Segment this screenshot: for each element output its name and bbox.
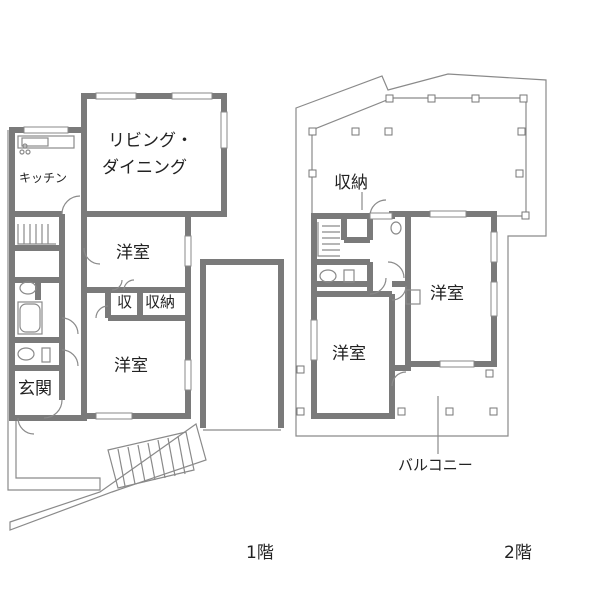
western-room-bottom-label: 洋室 bbox=[114, 356, 148, 376]
floor2-western-right-label: 洋室 bbox=[430, 284, 464, 304]
storage-label: 収納 bbox=[145, 293, 176, 311]
living-dining-label-line2: ダイニング bbox=[102, 158, 187, 178]
floor1-caption: 1階 bbox=[246, 543, 274, 563]
kitchen-label: キッチン bbox=[19, 171, 68, 185]
living-dining-label-line1: リビング・ bbox=[108, 131, 193, 151]
floor1-exterior-stairs bbox=[107, 431, 195, 489]
floor1-windows bbox=[23, 92, 228, 420]
floor2-exterior-walls bbox=[311, 211, 497, 419]
floor2-outline bbox=[295, 73, 547, 437]
floor1-site-outline bbox=[7, 130, 101, 491]
western-room-top-label: 洋室 bbox=[116, 243, 150, 263]
floor2-storage-label: 収納 bbox=[334, 173, 368, 193]
entrance-label: 玄関 bbox=[18, 379, 52, 399]
floor2-caption: 2階 bbox=[504, 543, 532, 563]
balcony-label: バルコニー bbox=[398, 456, 473, 474]
floor2-western-left-label: 洋室 bbox=[332, 344, 366, 364]
floor2-plan bbox=[295, 73, 547, 454]
floor1-plan bbox=[7, 92, 284, 531]
floor1-fixtures bbox=[17, 135, 75, 363]
floor1-garage-walls bbox=[200, 259, 284, 428]
floor1-doors bbox=[17, 195, 135, 435]
floor2-fixtures bbox=[317, 221, 402, 283]
floor2-doors bbox=[369, 199, 421, 387]
floor2-pergola-posts bbox=[296, 94, 530, 416]
floor2-pergola bbox=[311, 97, 527, 217]
floor1-exterior-ramp bbox=[9, 423, 207, 531]
floor2-windows bbox=[310, 210, 498, 368]
storage-small-label: 収 bbox=[117, 293, 133, 311]
